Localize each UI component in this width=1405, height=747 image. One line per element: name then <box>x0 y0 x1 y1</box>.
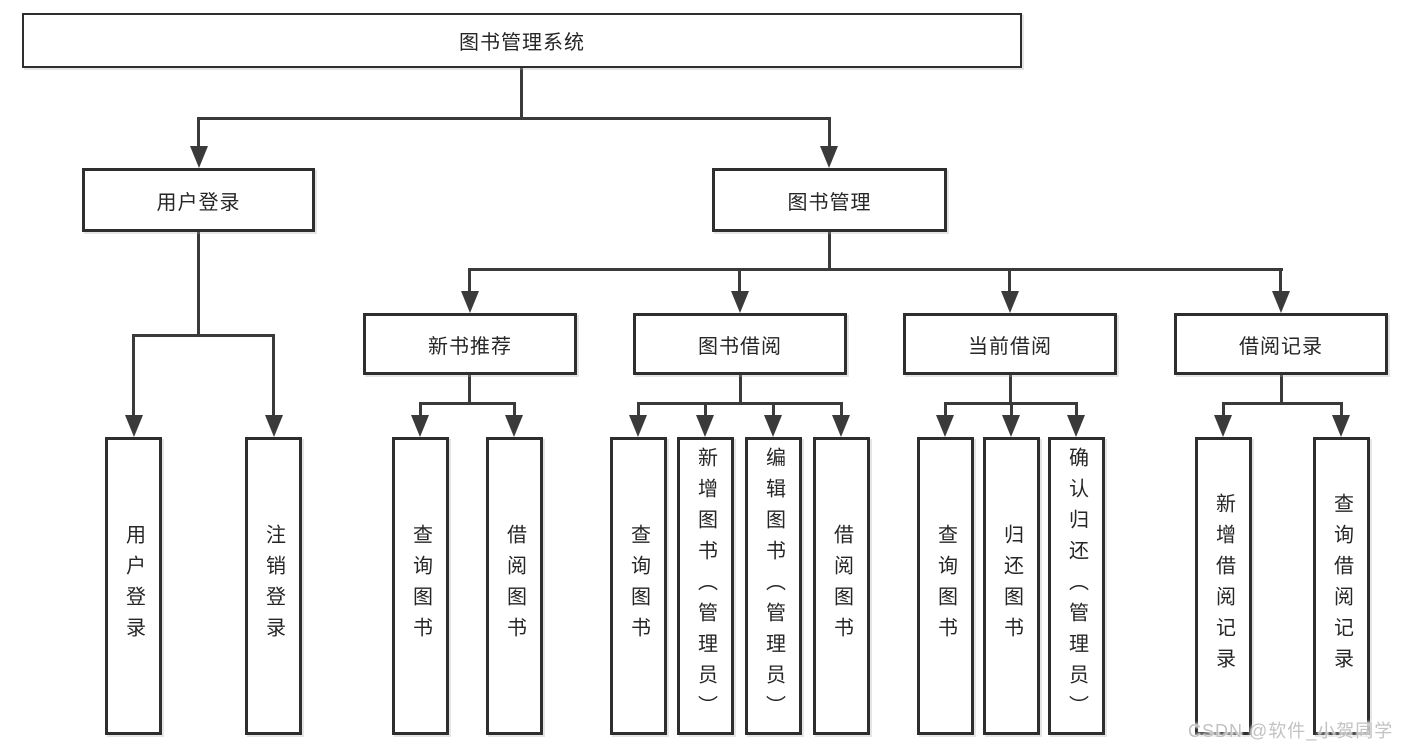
arrowhead-leaf12-icon <box>1214 415 1232 437</box>
connector-group1-branch <box>419 402 516 405</box>
connector-group2-branch <box>637 402 843 405</box>
connector-level1-branch <box>197 117 831 120</box>
leaf-add-books-admin: 新增图书（管理员） <box>677 437 734 735</box>
connector-leaf6 <box>704 402 707 418</box>
node-book-borrow: 图书借阅 <box>633 313 847 375</box>
leaf-label: 借阅图书 <box>503 524 526 648</box>
connector-leaf12 <box>1222 402 1225 418</box>
connector-leaf4 <box>513 402 516 418</box>
leaf-label: 用户登录 <box>122 524 145 648</box>
leaf-return-books: 归还图书 <box>983 437 1040 735</box>
node-label: 图书借阅 <box>698 335 782 358</box>
connector-user-branch <box>132 334 275 337</box>
connector-leaf8 <box>840 402 843 418</box>
connector-mgmt-stem <box>828 231 831 271</box>
connector-leaf9 <box>944 402 947 418</box>
arrowhead-leaf6-icon <box>696 415 714 437</box>
arrowhead-group4-icon <box>1272 291 1290 313</box>
arrowhead-leaf5-icon <box>629 415 647 437</box>
leaf-label: 查询图书 <box>934 524 957 648</box>
connector-group3-stem <box>1009 375 1012 405</box>
leaf-label: 查询图书 <box>627 524 650 648</box>
connector-group4-stem <box>1280 375 1283 405</box>
connector-to-group3 <box>1008 268 1011 294</box>
leaf-query-books-borrow: 查询图书 <box>610 437 667 735</box>
arrowhead-group2-icon <box>731 291 749 313</box>
connector-root-stem <box>520 66 523 119</box>
connector-leaf13 <box>1340 402 1343 418</box>
connector-group2-stem <box>739 375 742 405</box>
leaf-label: 确认归还（管理员） <box>1065 446 1088 726</box>
leaf-label: 查询借阅记录 <box>1330 493 1353 679</box>
leaf-borrow-books-recommend: 借阅图书 <box>486 437 543 735</box>
leaf-label: 注销登录 <box>262 524 285 648</box>
connector-mgmt-branch <box>468 268 1283 271</box>
node-borrow-records: 借阅记录 <box>1174 313 1388 375</box>
arrowhead-user-leaf1-icon <box>125 415 143 437</box>
arrowhead-leaf4-icon <box>505 415 523 437</box>
leaf-query-books-current: 查询图书 <box>917 437 974 735</box>
leaf-label: 查询图书 <box>409 524 432 648</box>
connector-to-group4 <box>1279 268 1282 294</box>
arrowhead-group3-icon <box>1001 291 1019 313</box>
arrowhead-leaf13-icon <box>1332 415 1350 437</box>
arrowhead-user-login-icon <box>190 146 208 168</box>
connector-group4-branch <box>1222 402 1343 405</box>
arrowhead-book-mgmt-icon <box>820 146 838 168</box>
node-label: 新书推荐 <box>428 335 512 358</box>
connector-group1-stem <box>468 375 471 405</box>
connector-leaf10 <box>1010 402 1013 418</box>
node-label: 图书管理 <box>787 191 872 214</box>
connector-user-leaf2 <box>272 334 275 418</box>
leaf-query-borrow-record: 查询借阅记录 <box>1313 437 1370 735</box>
node-user-login: 用户登录 <box>82 168 315 232</box>
leaf-add-borrow-record: 新增借阅记录 <box>1195 437 1252 735</box>
connector-leaf11 <box>1075 402 1078 418</box>
arrowhead-user-leaf2-icon <box>265 415 283 437</box>
connector-leaf3 <box>419 402 422 418</box>
csdn-watermark: CSDN @软件_小贺同学 <box>1188 721 1394 741</box>
leaf-edit-books-admin: 编辑图书（管理员） <box>745 437 802 735</box>
leaf-label: 编辑图书（管理员） <box>762 446 785 726</box>
leaf-label: 借阅图书 <box>830 524 853 648</box>
arrowhead-leaf9-icon <box>936 415 954 437</box>
connector-to-book-mgmt <box>828 117 831 148</box>
connector-user-leaf1 <box>132 334 135 418</box>
arrowhead-leaf8-icon <box>832 415 850 437</box>
arrowhead-leaf3-icon <box>411 415 429 437</box>
arrowhead-group1-icon <box>461 291 479 313</box>
leaf-label: 新增图书（管理员） <box>694 446 717 726</box>
connector-leaf5 <box>637 402 640 418</box>
leaf-logout: 注销登录 <box>245 437 302 735</box>
node-current-borrow: 当前借阅 <box>903 313 1117 375</box>
connector-leaf7 <box>772 402 775 418</box>
node-new-book-recommend: 新书推荐 <box>363 313 577 375</box>
connector-to-group1 <box>468 268 471 294</box>
leaf-confirm-return-admin: 确认归还（管理员） <box>1048 437 1105 735</box>
leaf-label: 新增借阅记录 <box>1212 493 1235 679</box>
connector-user-stem <box>197 231 200 336</box>
arrowhead-leaf7-icon <box>764 415 782 437</box>
connector-to-user-login <box>197 117 200 148</box>
leaf-label: 归还图书 <box>1000 524 1023 648</box>
node-label: 图书管理系统 <box>459 32 585 54</box>
node-label: 用户登录 <box>156 191 241 214</box>
leaf-query-books-recommend: 查询图书 <box>392 437 449 735</box>
arrowhead-leaf10-icon <box>1002 415 1020 437</box>
connector-to-group2 <box>738 268 741 294</box>
node-label: 借阅记录 <box>1239 335 1323 358</box>
node-book-management: 图书管理 <box>712 168 947 232</box>
leaf-borrow-books: 借阅图书 <box>813 437 870 735</box>
arrowhead-leaf11-icon <box>1067 415 1085 437</box>
leaf-user-login: 用户登录 <box>105 437 162 735</box>
node-system-root: 图书管理系统 <box>22 13 1022 68</box>
node-label: 当前借阅 <box>968 335 1052 358</box>
